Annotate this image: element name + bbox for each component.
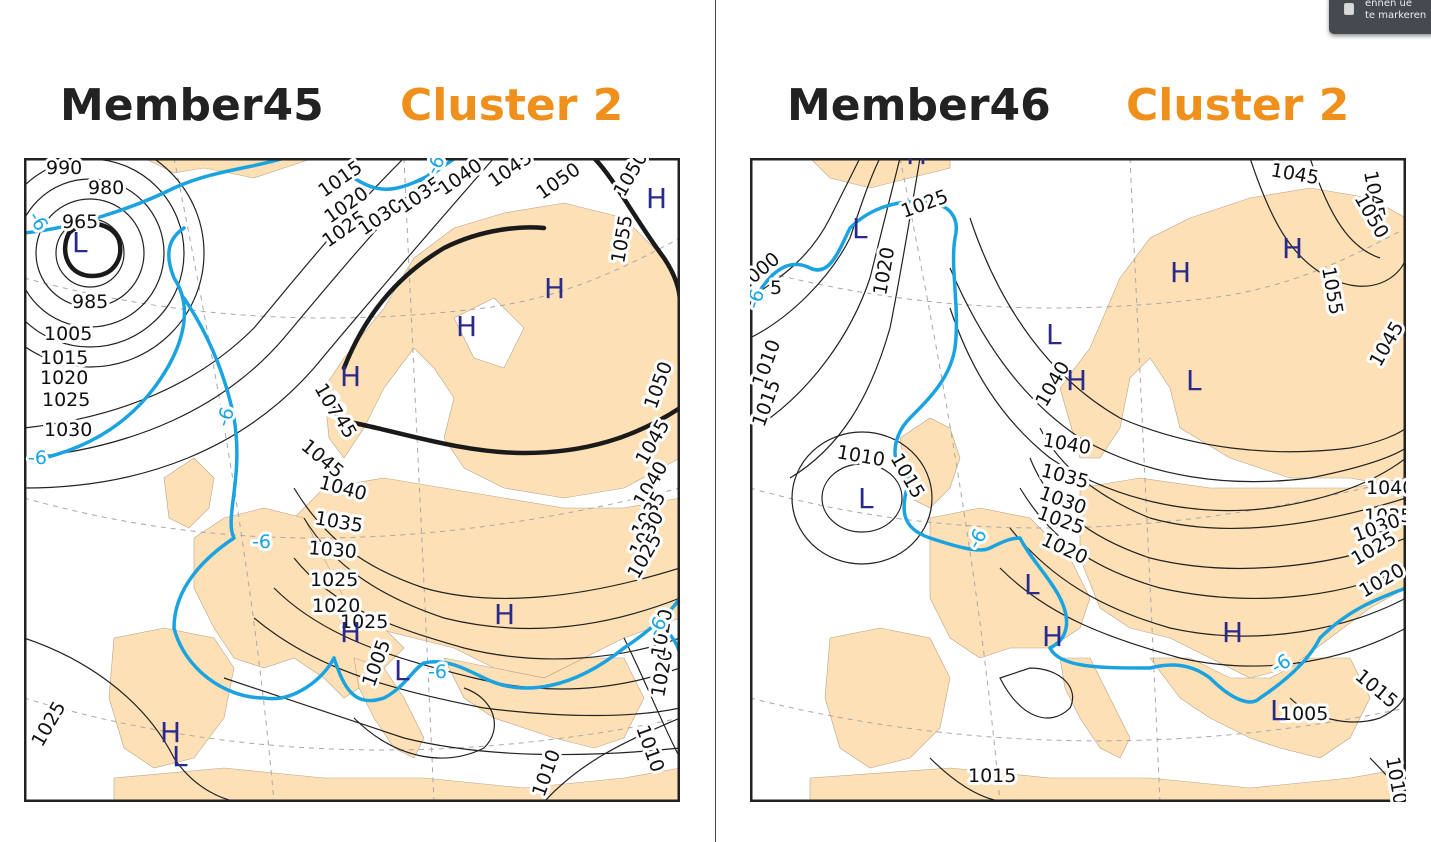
land-balkans: [1149, 657, 1371, 759]
isobar-label: 1025: [42, 389, 90, 411]
low-pressure-center: L: [1046, 318, 1062, 351]
high-pressure-center: H: [1042, 620, 1063, 653]
map-svg-2: 1045 1045 1050 1025 1000 5 1020 1055 101…: [750, 158, 1406, 802]
low-pressure-center: L: [858, 482, 874, 515]
high-pressure-center: H: [1282, 232, 1303, 265]
lat-lon-grid: [750, 158, 1406, 802]
land-masses: [750, 158, 1406, 802]
isobar-label: 1020: [312, 595, 360, 617]
isotherm-minus6: [750, 200, 1406, 704]
isotherm-minus6: [24, 158, 680, 703]
land-iberia: [108, 627, 235, 769]
map-frame-2: [750, 158, 1406, 802]
land-italy: [1059, 657, 1131, 759]
isobar-label: 1040: [1366, 477, 1406, 499]
land-masses: [24, 158, 680, 802]
panel-1-member-title: Member45: [60, 80, 324, 131]
panel-2-cluster-title: Cluster 2: [1126, 80, 1350, 131]
document-icon: [1344, 3, 1354, 15]
land-gulf-gap: [453, 297, 525, 369]
isobar-label: 965: [62, 211, 98, 233]
land-italy: [353, 657, 425, 759]
isobars-thin: [750, 158, 1406, 802]
isobar-label: 980: [88, 177, 124, 199]
low-pressure-center: L: [1186, 364, 1202, 397]
low-pressure-center: L: [172, 740, 188, 773]
panel-1-cluster-title: Cluster 2: [400, 80, 624, 131]
land-british-isles: [899, 417, 961, 509]
isobar-label: 1005: [1280, 703, 1328, 725]
high-pressure-center: H: [160, 716, 181, 749]
isobar-label: 990: [46, 158, 82, 179]
high-pressure-center: H: [494, 598, 515, 631]
high-pressure-center: H: [1066, 364, 1087, 397]
panel-2-member-title: Member46: [787, 80, 1051, 131]
map-frame-1: [24, 158, 680, 802]
isobars-thin: [24, 158, 680, 802]
tooltip-line-2: te markeren: [1365, 10, 1427, 21]
land-north-africa: [809, 767, 1406, 802]
high-pressure-center: H: [544, 272, 565, 305]
land-north-africa: [113, 767, 680, 802]
isobar-label: 1040: [1041, 429, 1092, 459]
tooltip-line-1: ennen ue: [1365, 0, 1412, 9]
isotherm-label: -6: [28, 447, 47, 469]
isobar-label: 1015: [40, 347, 88, 369]
isobar-label: 985: [72, 291, 108, 313]
map-panel-1: 990 980 965 985 1005 1015 1020 1025 1030…: [24, 158, 680, 802]
land-british-isles: [163, 457, 215, 529]
isobar-label: 1025: [310, 569, 358, 591]
low-pressure-center: L: [72, 226, 88, 259]
isobar-label: 1025: [340, 611, 388, 633]
pressure-centers-1: L H H H H H H H L L: [72, 182, 667, 773]
high-pressure-center: H: [646, 182, 667, 215]
low-pressure-center: L: [394, 654, 410, 687]
isobar-label: 5: [770, 277, 782, 299]
land-eastern-europe: [1079, 477, 1406, 679]
land-iberia: [824, 627, 951, 769]
high-pressure-center: H: [1222, 616, 1243, 649]
land-scandinavia: [1059, 187, 1406, 489]
isobar-label: 1015: [968, 765, 1016, 787]
low-pressure-center: L: [852, 212, 868, 245]
map-panel-2: 1045 1045 1050 1025 1000 5 1020 1055 101…: [750, 158, 1406, 802]
high-pressure-center: H: [340, 360, 361, 393]
high-pressure-center: H: [1170, 256, 1191, 289]
panel-divider: [715, 0, 716, 842]
high-pressure-center: H: [906, 158, 927, 171]
isobar-label: 1030: [308, 537, 358, 563]
low-pressure-center: L: [1024, 568, 1040, 601]
annotation-tooltip[interactable]: ennen ue te markeren: [1329, 0, 1431, 34]
low-pressure-center: L: [1270, 694, 1286, 727]
map-svg-1: 990 980 965 985 1005 1015 1020 1025 1030…: [24, 158, 680, 802]
isobar-label: 1030: [44, 419, 92, 441]
high-pressure-center: H: [456, 310, 477, 343]
pressure-centers-2: H L H H L H L L L H H L: [852, 158, 1303, 727]
isobar-label: 1005: [44, 323, 92, 345]
high-pressure-center: H: [340, 616, 361, 649]
isotherm-label: -6: [428, 661, 447, 683]
isotherm-label: -6: [252, 531, 271, 553]
isobar-label: 1020: [40, 367, 88, 389]
isobar-label: 1035: [1364, 505, 1406, 527]
land-western-europe: [929, 507, 1091, 659]
